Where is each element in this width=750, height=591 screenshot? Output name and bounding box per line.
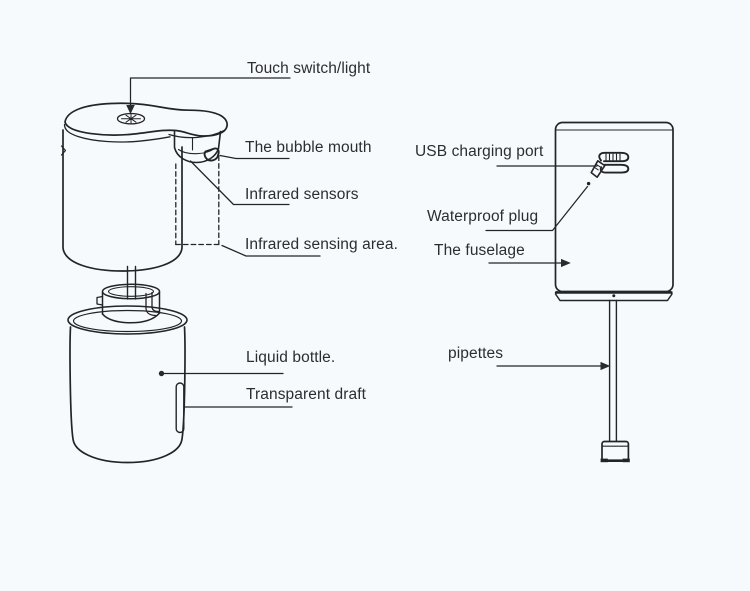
left-view-drawing (60, 102, 228, 464)
liquid-bottle-shape (67, 305, 188, 464)
leader-lines (126, 77, 611, 408)
leader-bubble-mouth (219, 154, 290, 160)
bubble-mouth-nub (203, 147, 220, 162)
label-infrared-sensors: Infrared sensors (245, 186, 359, 203)
label-touch-switch: Touch switch/light (247, 60, 371, 77)
machine-body-left-notch (60, 145, 67, 156)
label-pipettes: pipettes (448, 345, 504, 362)
label-fuselage: The fuselage (434, 242, 525, 259)
label-liquid-bottle: Liquid bottle. (246, 349, 336, 366)
head-plate (64, 102, 228, 137)
right-view-drawing (554, 121, 674, 463)
leader-infrared-sensing-area (221, 244, 321, 257)
label-infrared-sensing-area: Infrared sensing area. (245, 236, 398, 253)
arrowhead-touch-switch (126, 105, 135, 115)
usb-plug-with-waterproof-cover-icon (586, 151, 630, 186)
leader-touch-switch (129, 77, 291, 110)
bottle-collar (96, 283, 161, 324)
fuselage-base (554, 290, 673, 302)
fuselage-body (554, 121, 674, 293)
label-usb-charging-port: USB charging port (415, 143, 544, 160)
infrared-sensing-area-dashes (175, 155, 222, 246)
transparent-draft-window (175, 382, 185, 434)
leader-infrared-sensors (189, 160, 290, 206)
pump-straw (126, 265, 137, 300)
pipette-tube (600, 299, 630, 463)
arrow-dot-liquid-bottle (158, 370, 165, 377)
machine-body (62, 129, 183, 272)
label-waterproof-plug: Waterproof plug (427, 208, 539, 225)
leader-waterproof-plug (485, 185, 589, 232)
touch-switch-starburst-icon (116, 112, 146, 125)
arrowhead-fuselage (561, 258, 571, 268)
label-bubble-mouth: The bubble mouth (245, 139, 372, 156)
arrowhead-pipettes (600, 361, 611, 371)
label-transparent-draft: Transparent draft (246, 386, 367, 403)
head-plate-rim (63, 123, 171, 143)
